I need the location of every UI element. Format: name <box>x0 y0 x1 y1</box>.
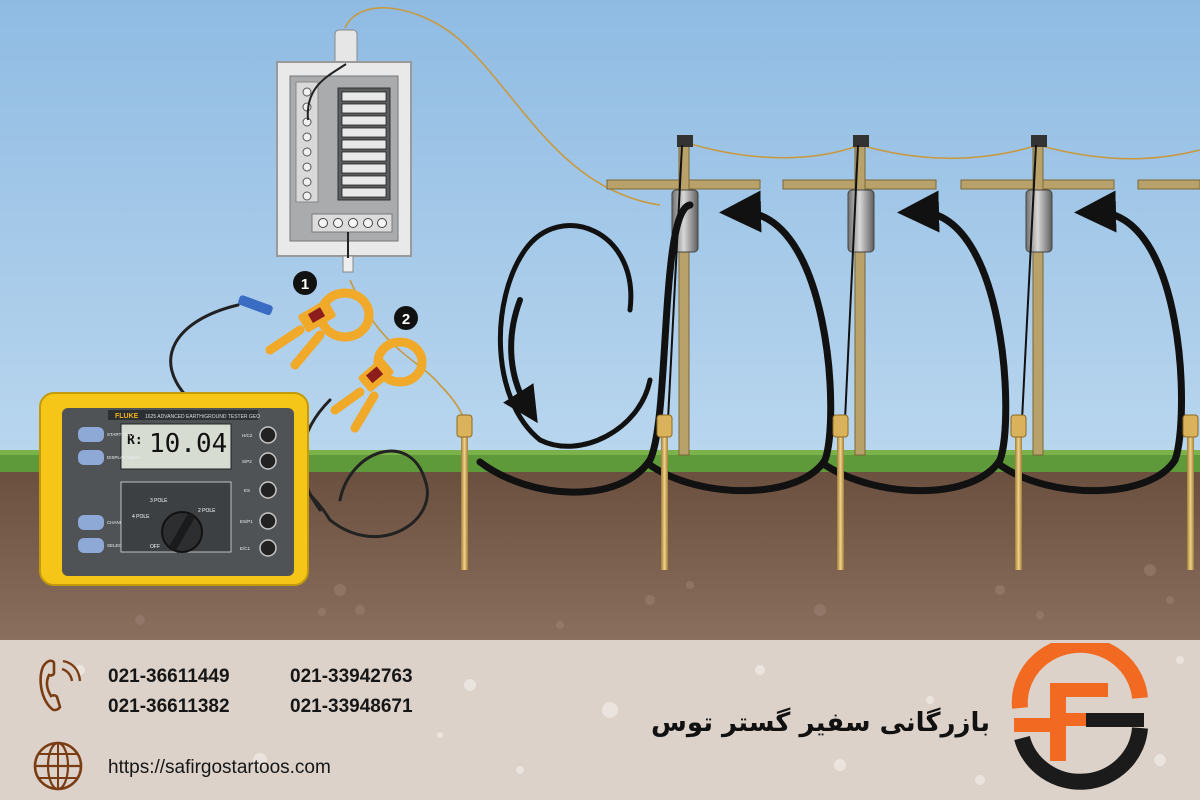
lcd-screen <box>120 423 232 470</box>
svg-text:4 POLE: 4 POLE <box>132 514 150 520</box>
electrical-panel <box>276 29 412 273</box>
svg-text:OFF: OFF <box>150 544 160 550</box>
svg-text:E/C1: E/C1 <box>240 546 251 551</box>
svg-text:2: 2 <box>402 311 410 328</box>
svg-text:DISPLAY MENU: DISPLAY MENU <box>107 455 140 460</box>
current-path-arrows <box>476 190 1186 496</box>
company-name: بازرگانی سفیر گستر توس <box>651 708 990 738</box>
contact-footer: 021-36611449 021-36611382 021-33942763 0… <box>0 640 1200 800</box>
website-link[interactable]: https://safirgostartoos.com <box>108 757 331 778</box>
clamp-marker-1: 1 <box>293 271 317 295</box>
sky <box>0 0 1200 455</box>
company-logo <box>1011 643 1148 790</box>
svg-text:SELECT: SELECT <box>107 543 125 548</box>
meter-terminals <box>259 426 277 557</box>
svg-text:ES: ES <box>244 488 250 493</box>
reading-prefix: R: <box>127 433 143 448</box>
svg-text:ES/P1: ES/P1 <box>240 519 253 524</box>
clamp-2 <box>330 337 427 433</box>
earth-ground-tester: FLUKE 1625 ADVANCED EARTH/GROUND TESTER … <box>39 392 309 586</box>
meter-model: 1625 ADVANCED EARTH/GROUND TESTER GEO <box>145 414 260 420</box>
overhead-wires <box>344 7 1200 421</box>
svg-text:1: 1 <box>301 276 309 293</box>
globe-icon <box>33 741 83 791</box>
svg-text:2 POLE: 2 POLE <box>198 508 216 514</box>
ground-rods <box>456 414 1199 570</box>
svg-text:START TEST: START TEST <box>107 432 134 437</box>
clamp-1 <box>238 288 374 370</box>
phone-number-1[interactable]: 021-36611449 <box>108 666 230 687</box>
meter-reading: 10.04 <box>149 429 227 459</box>
svg-text:H/C2: H/C2 <box>242 433 253 438</box>
footer-texture <box>75 656 1184 785</box>
phone-icon <box>39 659 82 712</box>
earth-ground-test-diagram: 1 2 FLUKE 1625 ADVANCED EARTH/GROUND TES… <box>0 0 1200 640</box>
meter-brand-strip <box>108 410 258 420</box>
svg-text:3 POLE: 3 POLE <box>150 498 168 504</box>
phone-number-2[interactable]: 021-36611382 <box>108 696 230 717</box>
meter-brand: FLUKE <box>115 413 139 420</box>
svg-text:S/P2: S/P2 <box>242 459 252 464</box>
clamp-marker-2: 2 <box>394 306 418 330</box>
phone-number-3[interactable]: 021-33942763 <box>290 666 413 687</box>
phone-number-4[interactable]: 021-33948671 <box>290 696 413 717</box>
